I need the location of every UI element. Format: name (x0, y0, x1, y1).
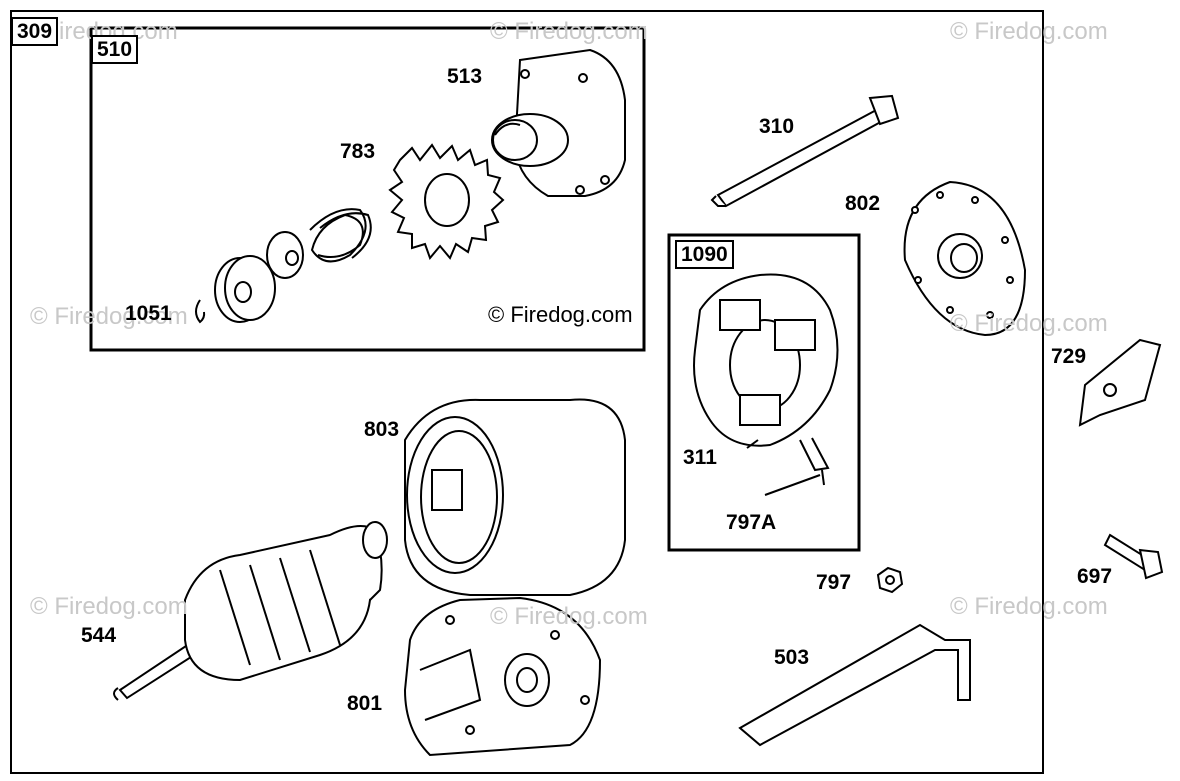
watermark: © Firedog.com (950, 18, 1108, 45)
bracket-729 (1078, 338, 1162, 427)
spring (309, 208, 372, 263)
watermark: © Firedog.com (30, 303, 188, 330)
gear-assembly-box (89, 26, 646, 352)
part-label-1051: 1051 (125, 302, 172, 325)
strap-503 (738, 623, 971, 747)
part-label-544: 544 (81, 624, 117, 647)
outer-frame (10, 10, 1044, 774)
part-label-311: 311 (683, 446, 717, 469)
end-cap-802 (903, 180, 1027, 337)
part-label-802: 802 (845, 192, 881, 215)
part-label-783: 783 (340, 140, 376, 163)
armature-544 (113, 521, 388, 701)
motor-frame-803 (404, 398, 626, 596)
part-label-797A: 797A (726, 511, 777, 534)
nut-797 (876, 566, 904, 594)
drive-housing-513 (491, 48, 626, 197)
screw-697 (1103, 533, 1164, 580)
watermark: © Firedog.com (950, 310, 1108, 337)
part-label-729: 729 (1051, 345, 1087, 368)
inset-watermark: © Firedog.com (488, 302, 633, 327)
pinion-gear-783 (388, 143, 505, 260)
watermark: © Firedog.com (490, 18, 648, 45)
stop-collar (214, 255, 276, 323)
part-label-803: 803 (364, 418, 400, 441)
part-label-697: 697 (1077, 565, 1113, 588)
brush-holder-assembly (693, 273, 839, 486)
part-label-513: 513 (447, 65, 483, 88)
washer (266, 231, 304, 279)
part-label-797: 797 (816, 571, 852, 594)
watermark: © Firedog.com (490, 603, 648, 630)
thru-bolt-310 (710, 94, 900, 208)
watermark: © Firedog.com (950, 593, 1108, 620)
box-label-510: 510 (91, 35, 139, 64)
part-label-503: 503 (774, 646, 810, 669)
brush-holder-box (667, 233, 861, 552)
box-label-1090: 1090 (675, 240, 734, 269)
part-label-310: 310 (759, 115, 795, 138)
part-label-801: 801 (347, 692, 383, 715)
retainer-clip (195, 299, 206, 324)
box-label-309: 309 (11, 17, 59, 46)
plate-801 (403, 596, 602, 757)
watermark: © Firedog.com (30, 593, 188, 620)
